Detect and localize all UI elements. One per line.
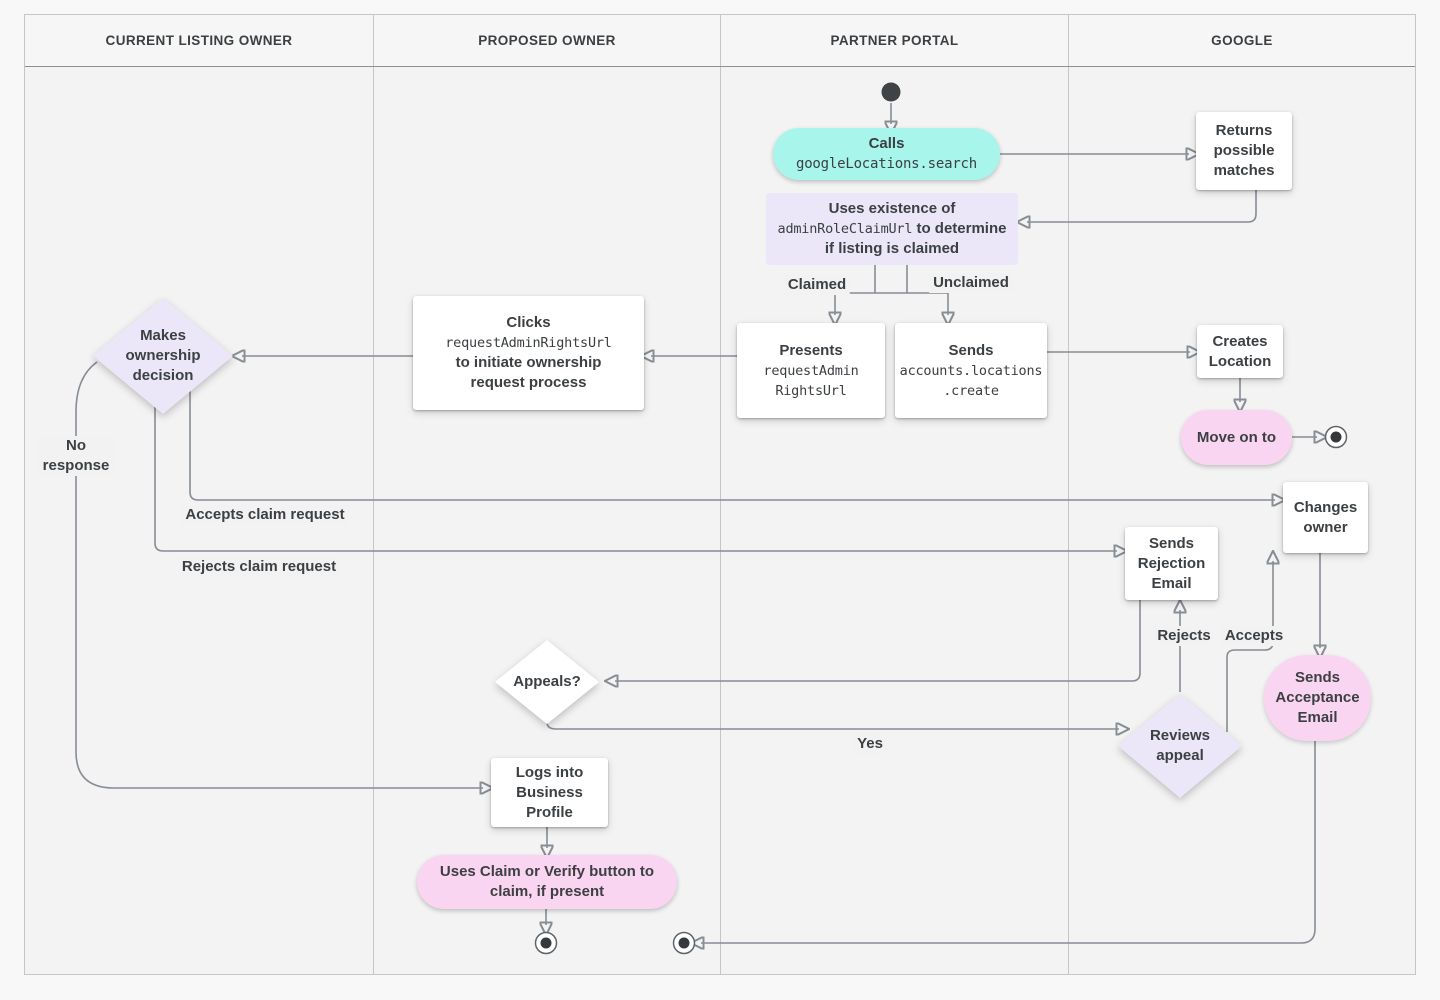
edge-label-no-response: No response — [38, 436, 114, 476]
node-code-line: accounts.locations — [899, 362, 1043, 379]
lane-title: GOOGLE — [1211, 33, 1273, 48]
lane-proposed-owner — [374, 67, 721, 974]
node-move-on-to: Move on to — [1181, 410, 1292, 465]
edge-label-unclaimed: Unclaimed — [929, 273, 1013, 293]
node-code-line: .create — [943, 382, 999, 399]
node-logs-into-business-profile: Logs into Business Profile — [491, 758, 608, 827]
node-label: Makes ownership decision — [125, 327, 201, 384]
node-title: Presents — [779, 341, 843, 359]
node-label: Move on to — [1196, 428, 1277, 446]
node-label: Reviews appeal — [1149, 727, 1211, 764]
node-label: Uses Claim or Verify button to claim, if… — [439, 863, 655, 900]
node-creates-location: Creates Location — [1197, 325, 1283, 378]
lane-header-proposed-owner: PROPOSED OWNER — [374, 15, 721, 66]
node-code: googleLocations.search — [795, 156, 978, 172]
node-label: Uses existence of adminRoleClaimUrl to d… — [773, 199, 1011, 259]
node-label: Sends Rejection Email — [1137, 534, 1206, 592]
lane-title: CURRENT LISTING OWNER — [105, 33, 293, 48]
node-uses-existence: Uses existence of adminRoleClaimUrl to d… — [766, 193, 1018, 265]
node-label: Changes owner — [1293, 498, 1358, 536]
edge-label-accepts-claim-request: Accepts claim request — [181, 505, 349, 525]
node-title: Sends — [948, 341, 994, 359]
lane-header-partner-portal: PARTNER PORTAL — [721, 15, 1069, 66]
node-text-post: to initiate ownership request process — [455, 354, 602, 391]
node-code: adminRoleClaimUrl — [777, 221, 913, 237]
node-label: Sends Acceptance Email — [1275, 669, 1360, 726]
node-makes-ownership-decision: Makes ownership decision — [93, 298, 233, 414]
node-label: Logs into Business Profile — [515, 763, 584, 821]
node-sends-rejection-email: Sends Rejection Email — [1125, 527, 1218, 600]
node-returns-possible-matches: Returns possible matches — [1196, 112, 1292, 190]
node-sends-accounts-locations-create: Sends accounts.locations .create — [895, 323, 1047, 418]
lane-title: PARTNER PORTAL — [830, 33, 959, 48]
edge-label-rejects: Rejects — [1153, 626, 1215, 646]
node-title: Calls — [868, 135, 905, 152]
lane-header-row: CURRENT LISTING OWNER PROPOSED OWNER PAR… — [25, 15, 1415, 67]
edge-label-rejects-claim-request: Rejects claim request — [177, 557, 341, 577]
node-presents-requestadminrightsurl: Presents requestAdmin RightsUrl — [737, 323, 885, 418]
node-reviews-appeal: Reviews appeal — [1118, 694, 1242, 798]
node-label: Returns possible matches — [1213, 122, 1275, 179]
node-label: Appeals? — [513, 673, 581, 690]
lane-header-current-listing-owner: CURRENT LISTING OWNER — [25, 15, 374, 66]
node-calls-googlelocations-search: Calls googleLocations.search — [773, 128, 1000, 180]
edge-label-claimed: Claimed — [783, 275, 851, 295]
lane-header-google: GOOGLE — [1069, 15, 1415, 66]
node-code-line: RightsUrl — [775, 382, 847, 399]
node-appeals: Appeals? — [495, 640, 599, 724]
lane-title: PROPOSED OWNER — [478, 33, 616, 48]
node-code-line: requestAdmin — [763, 362, 859, 379]
edge-label-accepts: Accepts — [1220, 626, 1288, 646]
node-code: requestAdminRightsUrl — [445, 335, 612, 351]
node-uses-claim-or-verify: Uses Claim or Verify button to claim, if… — [417, 855, 677, 909]
node-text-post: to determine if listing is claimed — [824, 220, 1007, 257]
edge-label-yes: Yes — [853, 734, 887, 754]
node-title: Clicks — [506, 314, 551, 331]
node-text-pre: Uses existence of — [828, 200, 956, 217]
node-changes-owner: Changes owner — [1283, 482, 1368, 553]
node-clicks-requestadminrightsurl: Clicks requestAdminRightsUrl to initiate… — [413, 296, 644, 410]
node-sends-acceptance-email: Sends Acceptance Email — [1264, 655, 1371, 741]
node-label: Creates Location — [1208, 332, 1272, 370]
